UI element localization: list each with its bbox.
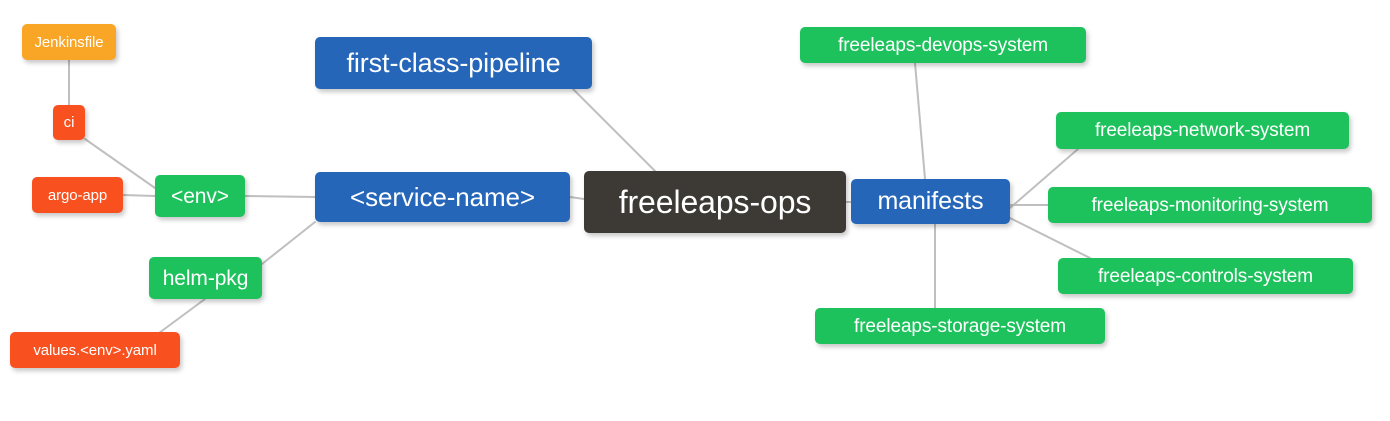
edge-helm-pkg-to-values-yaml xyxy=(154,298,206,337)
node-env[interactable]: <env> xyxy=(155,175,245,217)
node-controls-system[interactable]: freeleaps-controls-system xyxy=(1058,258,1353,294)
node-ci[interactable]: ci xyxy=(53,105,85,140)
edge-manifests-to-devops-system xyxy=(914,62,926,180)
node-service-name[interactable]: <service-name> xyxy=(315,172,570,222)
edge-env-to-service-name xyxy=(244,195,316,198)
node-argo-app[interactable]: argo-app xyxy=(32,177,123,213)
node-values-yaml[interactable]: values.<env>.yaml xyxy=(10,332,180,368)
edge-manifests-to-controls-system xyxy=(1009,217,1091,259)
node-freeleaps-ops[interactable]: freeleaps-ops xyxy=(584,171,846,233)
node-network-system[interactable]: freeleaps-network-system xyxy=(1056,112,1349,149)
node-first-class-pipeline[interactable]: first-class-pipeline xyxy=(315,37,592,89)
edge-argo-app-to-env xyxy=(122,194,156,197)
node-storage-system[interactable]: freeleaps-storage-system xyxy=(815,308,1105,344)
edge-service-name-to-freeleaps-ops xyxy=(569,196,585,200)
node-devops-system[interactable]: freeleaps-devops-system xyxy=(800,27,1086,63)
node-jenkinsfile[interactable]: Jenkinsfile xyxy=(22,24,116,60)
node-helm-pkg[interactable]: helm-pkg xyxy=(149,257,262,299)
edge-service-name-to-helm-pkg xyxy=(261,221,316,265)
node-monitoring-system[interactable]: freeleaps-monitoring-system xyxy=(1048,187,1372,223)
node-manifests[interactable]: manifests xyxy=(851,179,1010,224)
edge-first-class-pipeline-to-freeleaps-ops xyxy=(572,88,656,172)
